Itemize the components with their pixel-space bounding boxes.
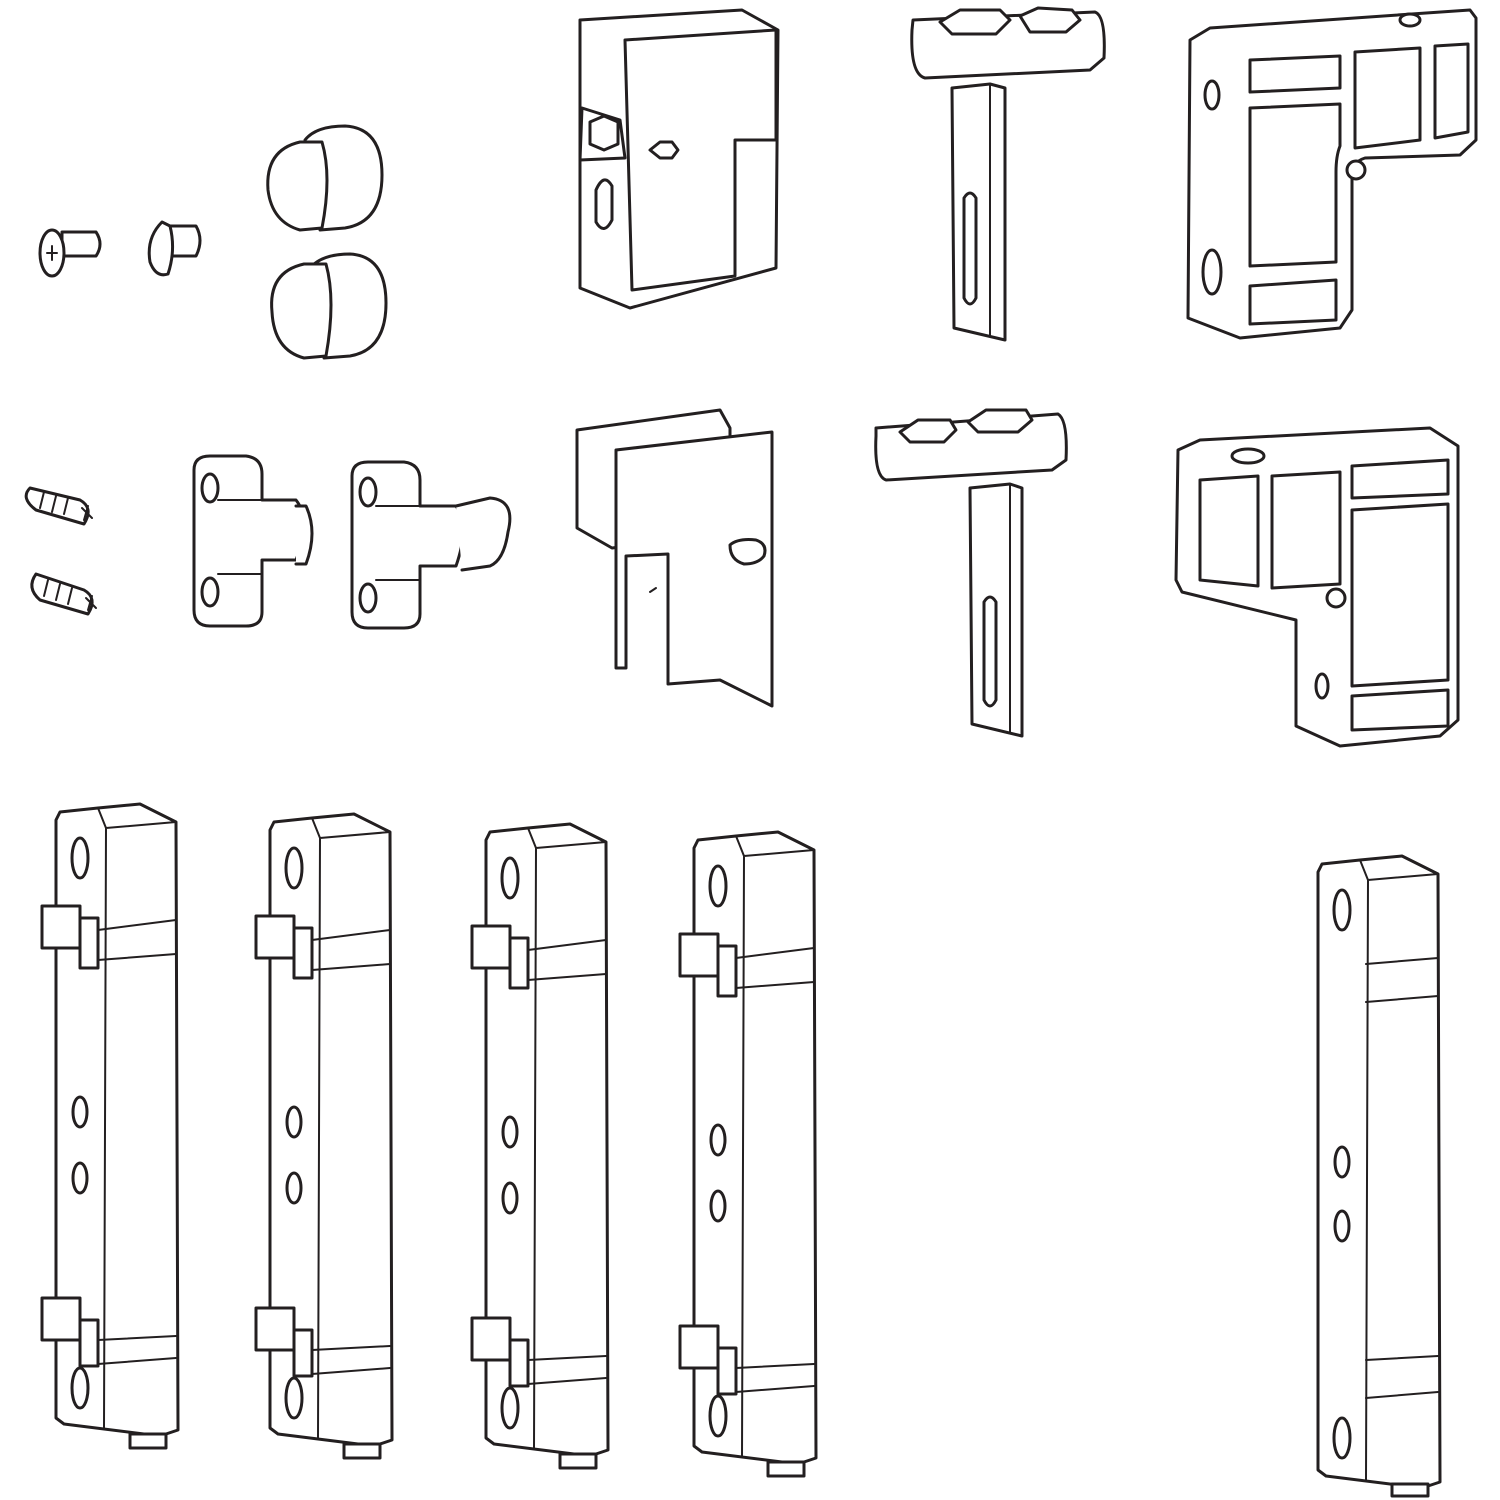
rail-bar — [40, 802, 180, 1450]
phillips-screw — [38, 228, 102, 278]
corner-frame-bracket — [1174, 426, 1460, 748]
rail-bar — [254, 812, 394, 1460]
rail-bar — [1316, 854, 1442, 1498]
t-mount-bracket — [910, 6, 1106, 342]
glass-clamp-plate — [575, 408, 774, 708]
rivet-pin — [147, 220, 202, 277]
pivot-bracket — [350, 460, 512, 630]
set-screw-insert — [24, 486, 93, 526]
cap-nut — [270, 252, 388, 360]
pivot-bracket — [192, 454, 314, 628]
set-screw-insert — [30, 572, 97, 616]
cap-nut — [266, 124, 384, 232]
t-mount-bracket — [874, 408, 1068, 738]
glass-clamp-plate — [578, 8, 780, 310]
rail-bar — [470, 822, 610, 1470]
corner-frame-bracket — [1186, 8, 1478, 340]
rail-bar — [678, 830, 818, 1478]
